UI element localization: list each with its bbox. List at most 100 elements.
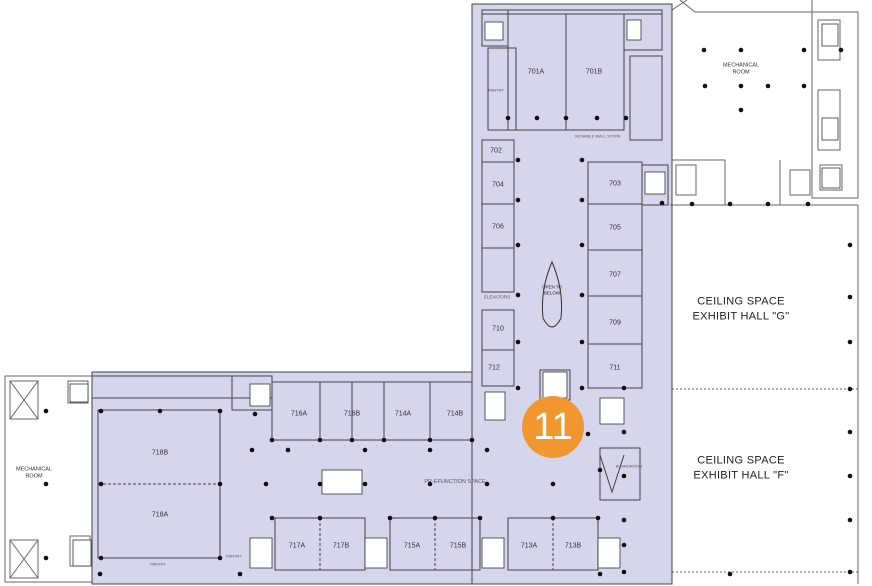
column-58 <box>427 437 433 443</box>
room-702: 702 <box>490 147 502 155</box>
room-714B: 714B <box>446 410 464 418</box>
column-2 <box>563 115 569 121</box>
exhibit-hall-f-line1: CEILING SPACE <box>697 454 785 467</box>
column-72 <box>263 481 269 487</box>
column-14 <box>579 339 585 345</box>
column-38 <box>847 517 853 523</box>
column-37 <box>847 473 853 479</box>
left-mechanical-walls <box>4 375 93 583</box>
column-44 <box>98 408 104 414</box>
column-34 <box>847 339 853 345</box>
room-703: 703 <box>609 180 621 188</box>
mechanical-room-left-line1: MECHANICAL <box>15 466 53 473</box>
exhibit-hall-f-line2: EXHIBIT HALL "F" <box>693 469 789 482</box>
column-5 <box>515 157 521 163</box>
room-706: 706 <box>492 223 504 231</box>
room-715A: 715A <box>403 542 421 550</box>
column-24 <box>702 83 708 89</box>
pantry-mid-label: PANTRY <box>226 553 242 559</box>
column-84 <box>597 467 603 473</box>
column-35 <box>847 386 853 392</box>
column-26 <box>801 83 807 89</box>
column-50 <box>217 555 223 561</box>
column-71 <box>484 447 490 453</box>
pantry-left-label: PANTRY <box>150 561 166 567</box>
room-716B: 716B <box>343 410 361 418</box>
column-17 <box>621 385 627 391</box>
column-42 <box>621 517 627 523</box>
column-33 <box>847 294 853 300</box>
room-716A: 716A <box>290 410 308 418</box>
column-25 <box>765 83 771 89</box>
column-30 <box>801 47 807 53</box>
column-22 <box>805 201 811 207</box>
column-11 <box>515 292 521 298</box>
column-13 <box>515 339 521 345</box>
column-46 <box>217 408 223 414</box>
boardroom-label: BOARDROOM <box>615 463 643 469</box>
column-7 <box>515 197 521 203</box>
room-717A: 717A <box>288 542 306 550</box>
column-83 <box>585 431 591 437</box>
movable-wall-store-label: MOVABLE WALL STORE <box>575 133 621 139</box>
exhibit-hall-g-line1: CEILING SPACE <box>697 295 785 308</box>
column-77 <box>550 481 556 487</box>
column-18 <box>659 200 665 206</box>
column-66 <box>595 515 601 521</box>
column-61 <box>317 515 323 521</box>
room-701B: 701B <box>585 68 603 76</box>
column-41 <box>621 473 627 479</box>
room-715B: 715B <box>449 542 467 550</box>
location-marker-11[interactable]: 11 <box>522 396 584 458</box>
column-76 <box>484 481 490 487</box>
column-23 <box>738 83 744 89</box>
room-704: 704 <box>492 181 504 189</box>
column-1 <box>534 115 540 121</box>
room-714A: 714A <box>394 410 412 418</box>
column-16 <box>579 385 585 391</box>
column-20 <box>727 201 733 207</box>
column-4 <box>623 115 629 121</box>
column-6 <box>579 157 585 163</box>
prefunction-space-label: PR-EFUNCTION SPACE <box>424 479 486 485</box>
column-54 <box>269 437 275 443</box>
room-707: 707 <box>609 271 621 279</box>
mechanical-room-left-line2: ROOM <box>25 473 43 480</box>
pantry-top-label: PANTRY <box>488 87 504 93</box>
column-8 <box>579 197 585 203</box>
column-75 <box>427 481 433 487</box>
column-48 <box>217 481 223 487</box>
column-31 <box>838 47 844 53</box>
column-60 <box>269 515 275 521</box>
room-709: 709 <box>609 319 621 327</box>
column-74 <box>362 481 368 487</box>
column-0 <box>505 115 511 121</box>
room-711: 711 <box>609 364 621 372</box>
level-7-highlight <box>91 3 673 585</box>
column-64 <box>477 515 483 521</box>
column-80 <box>237 571 243 577</box>
column-57 <box>381 437 387 443</box>
column-68 <box>285 447 291 453</box>
column-73 <box>317 481 323 487</box>
column-70 <box>427 447 433 453</box>
stairs <box>69 19 841 569</box>
column-55 <box>317 437 323 443</box>
column-27 <box>738 107 744 113</box>
column-62 <box>387 515 393 521</box>
room-713B: 713B <box>564 542 582 550</box>
column-67 <box>249 447 255 453</box>
mechanical-room-right-line1: MECHANICAL <box>722 62 760 69</box>
elevators-label: ELEVATORS <box>483 294 511 300</box>
column-65 <box>550 515 556 521</box>
column-39 <box>847 569 853 575</box>
column-59 <box>469 437 475 443</box>
column-19 <box>689 201 695 207</box>
column-81 <box>727 571 733 577</box>
column-9 <box>515 242 521 248</box>
column-32 <box>847 242 853 248</box>
column-28 <box>738 47 744 53</box>
column-52 <box>43 481 49 487</box>
column-79 <box>97 571 103 577</box>
